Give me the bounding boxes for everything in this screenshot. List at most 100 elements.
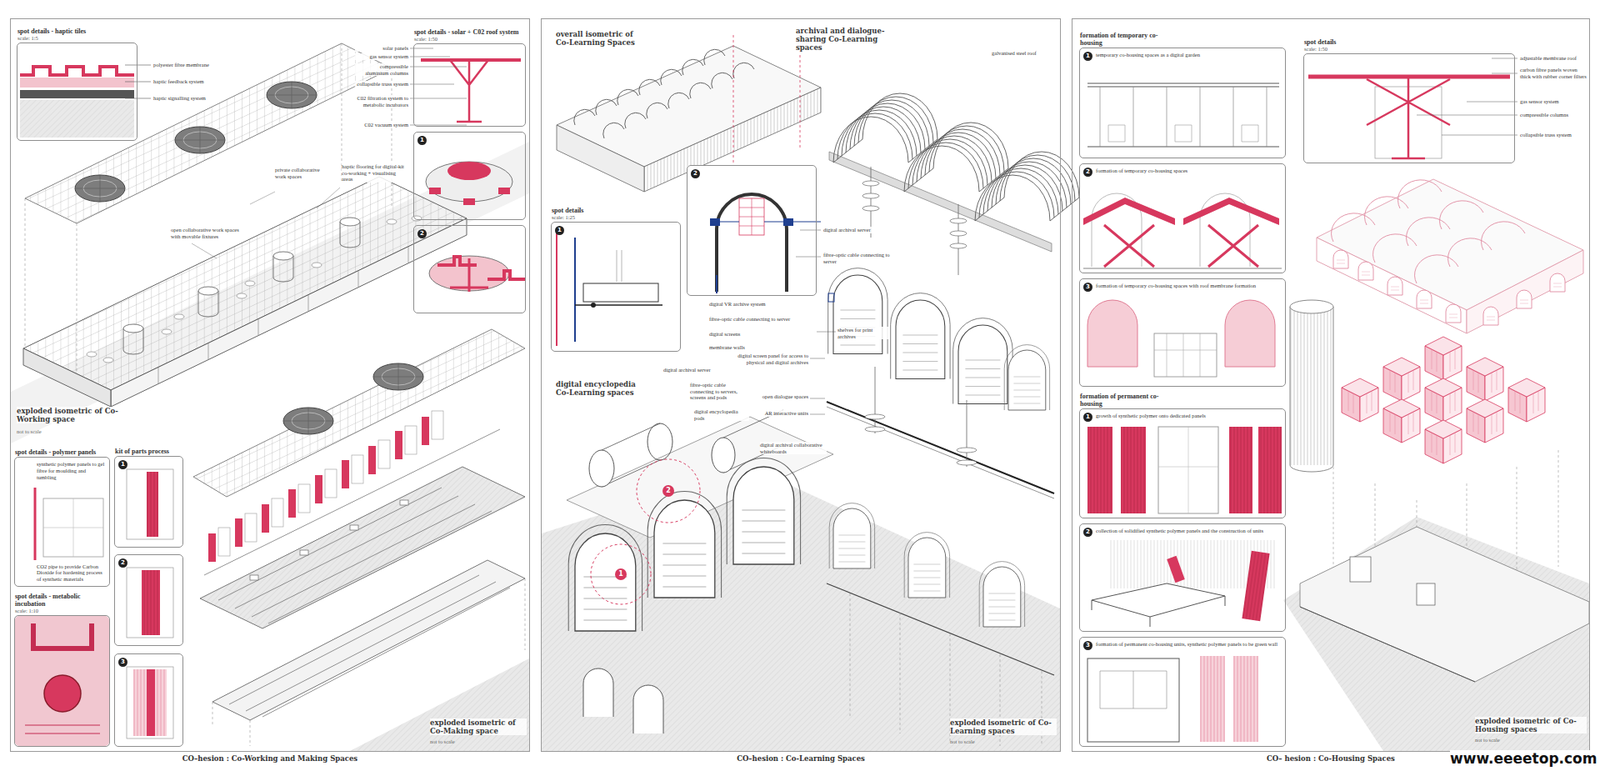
callout-number: 1	[118, 460, 128, 470]
callout-number: 2	[662, 485, 675, 497]
detail-box: 3	[114, 653, 184, 747]
annotation: fibre-optic cable connecting to server	[823, 251, 899, 265]
panel-caption: CO– hesion : Co-Housing Spaces	[1072, 754, 1590, 763]
annotation: AR interactive units	[753, 410, 809, 417]
panel-frame: CO–hesion : Co-Working and Making Spaces…	[10, 18, 530, 752]
box-text: formation of temporary co-housing spaces	[1095, 167, 1282, 175]
detail-box: spot details - haptic tilesscale: 1:5	[16, 42, 138, 141]
box-heading: spot details - metabolic incubation	[15, 592, 111, 608]
annotation: haptic signalling system	[153, 95, 220, 102]
box-text: synthetic polymer panels to gel fibre fo…	[36, 460, 106, 480]
scale-note: scale: 1:50	[414, 35, 531, 43]
box-text: temporary co-housing spaces as a digital…	[1095, 51, 1282, 59]
callout-number: 1	[1083, 51, 1093, 61]
annotation: fibre-optic cable connecting to servers,…	[690, 381, 750, 401]
annotation: fibre-optic cable connecting to server	[709, 315, 801, 323]
detail-box: spot detailsscale: 1:251	[550, 221, 681, 352]
heading-group: kit of parts process	[115, 447, 199, 455]
drawing-title: overall isometric of Co-Learning Spaces	[555, 30, 648, 47]
detail-box: formation of permanent co-housing1growth…	[1079, 408, 1286, 519]
annotation: digital VR archive system	[709, 300, 801, 308]
annotation: digital archival server	[823, 226, 899, 234]
drawing-title: exploded isometric of Co-Making space	[430, 718, 527, 735]
box-text: formation of permanent co-housing units,…	[1095, 640, 1282, 648]
drawing-title: archival and dialogue-sharing Co-Learnin…	[795, 26, 905, 53]
detail-box: spot details - metabolic incubationscale…	[14, 615, 110, 747]
scale-note: not to scale	[1475, 736, 1542, 744]
annotation: membrane walls	[709, 344, 801, 351]
callout-number: 1	[555, 225, 565, 235]
detail-box: 2	[686, 165, 817, 296]
annotation: C02 filtration system to metabolic incub…	[355, 95, 409, 108]
drawing-title: exploded isometric of Co-Learning spaces	[950, 718, 1057, 735]
callout-number: 3	[1083, 640, 1093, 650]
heading-group: spot details - polymer panels	[15, 448, 114, 456]
detail-box: spot details - polymer panelssynthetic p…	[14, 456, 110, 587]
box-text: CO2 pipe to provide Carbon Dioxide for h…	[36, 563, 106, 583]
callout-number: 3	[1083, 282, 1093, 292]
box-heading: spot details - polymer panels	[15, 448, 114, 456]
detail-box: 3formation of temporary co-housing space…	[1079, 278, 1286, 387]
detail-box: 1	[413, 131, 526, 220]
annotation: haptic feedback system	[153, 78, 220, 85]
detail-box: 2	[413, 225, 526, 314]
annotation: galvanised steel roof	[991, 50, 1050, 57]
heading-group: formation of permanent co-housing	[1080, 392, 1164, 408]
annotation: shelves for print archives	[837, 326, 890, 340]
annotation: solar panels	[355, 45, 409, 52]
annotation: compressible aluminium columns	[355, 63, 409, 76]
annotation: digital encyclopedia pods	[694, 408, 750, 421]
callout-number: 2	[1083, 527, 1093, 537]
scale-note: scale: 1:50	[1304, 45, 1516, 53]
detail-box: formation of temporary co-housing1tempor…	[1079, 47, 1286, 159]
callout-number: 1	[615, 568, 627, 580]
detail-box: spot details - solar + C02 roof systemsc…	[413, 43, 526, 127]
heading-group: formation of temporary co-housing	[1080, 31, 1164, 47]
callout-number: 2	[417, 229, 427, 239]
annotation: haptic flooring for digital-kit co-worki…	[341, 163, 407, 183]
heading-group: spot detailsscale: 1:25	[551, 206, 682, 221]
box-heading: formation of permanent co-housing	[1080, 392, 1164, 408]
annotation: C02 vacuum system	[355, 121, 409, 129]
box-text: growth of synthetic polymer onto dedicat…	[1095, 412, 1282, 420]
panel-caption: CO–hesion : Co-Learning Spaces	[541, 754, 1060, 763]
box-heading: formation of temporary co-housing	[1080, 31, 1164, 47]
detail-box: spot detailsscale: 1:50	[1303, 53, 1515, 164]
annotation: digital screens	[709, 330, 801, 338]
annotation: open dialogue spaces	[753, 393, 809, 400]
annotation: open collaborative work spaces with mova…	[170, 226, 240, 240]
box-heading: kit of parts process	[115, 447, 199, 455]
detail-box: 2collection of solidified synthetic poly…	[1079, 523, 1286, 632]
watermark: www.eeeetop.com	[1450, 750, 1598, 767]
detail-box: 2formation of temporary co-housing space…	[1079, 163, 1286, 274]
scale-note: not to scale	[430, 738, 497, 745]
panel-frame: CO– hesion : Co-Housing Spacesformation …	[1071, 18, 1590, 752]
annotation: private collaborative work spaces	[275, 166, 330, 180]
scale-note: not to scale	[950, 738, 1017, 745]
callout-number: 3	[118, 657, 128, 667]
drawing-title: exploded isometric of Co-Housing spaces	[1475, 716, 1587, 734]
heading-group: spot details - haptic tilesscale: 1:5	[17, 27, 139, 42]
scale-note: scale: 1:10	[15, 607, 111, 615]
box-heading: spot details	[1304, 38, 1516, 46]
drawing-title: digital encyclopedia Co-Learning spaces	[555, 380, 650, 397]
annotation: compressible columns	[1520, 111, 1587, 119]
annotation: digital archival collaborative whiteboar…	[760, 441, 827, 455]
box-text: collection of solidified synthetic polym…	[1095, 527, 1282, 535]
annotation: gas sensor system	[1520, 98, 1587, 105]
scale-note: not to scale	[16, 428, 84, 435]
callout-number: 2	[690, 169, 700, 179]
box-heading: spot details - solar + C02 roof system	[414, 28, 531, 36]
heading-group: spot details - metabolic incubationscale…	[15, 592, 111, 615]
callout-number: 2	[1083, 167, 1093, 177]
scale-note: scale: 1:5	[17, 35, 139, 42]
annotation: digital archival server	[663, 366, 730, 374]
detail-box: kit of parts process1	[114, 455, 184, 548]
callout-number: 2	[118, 558, 128, 568]
scale-note: scale: 1:25	[551, 214, 682, 221]
annotation: digital screen panel for access to physi…	[733, 352, 809, 365]
callout-number: 1	[417, 135, 427, 145]
panel-caption: CO–hesion : Co-Working and Making Spaces	[10, 754, 530, 763]
